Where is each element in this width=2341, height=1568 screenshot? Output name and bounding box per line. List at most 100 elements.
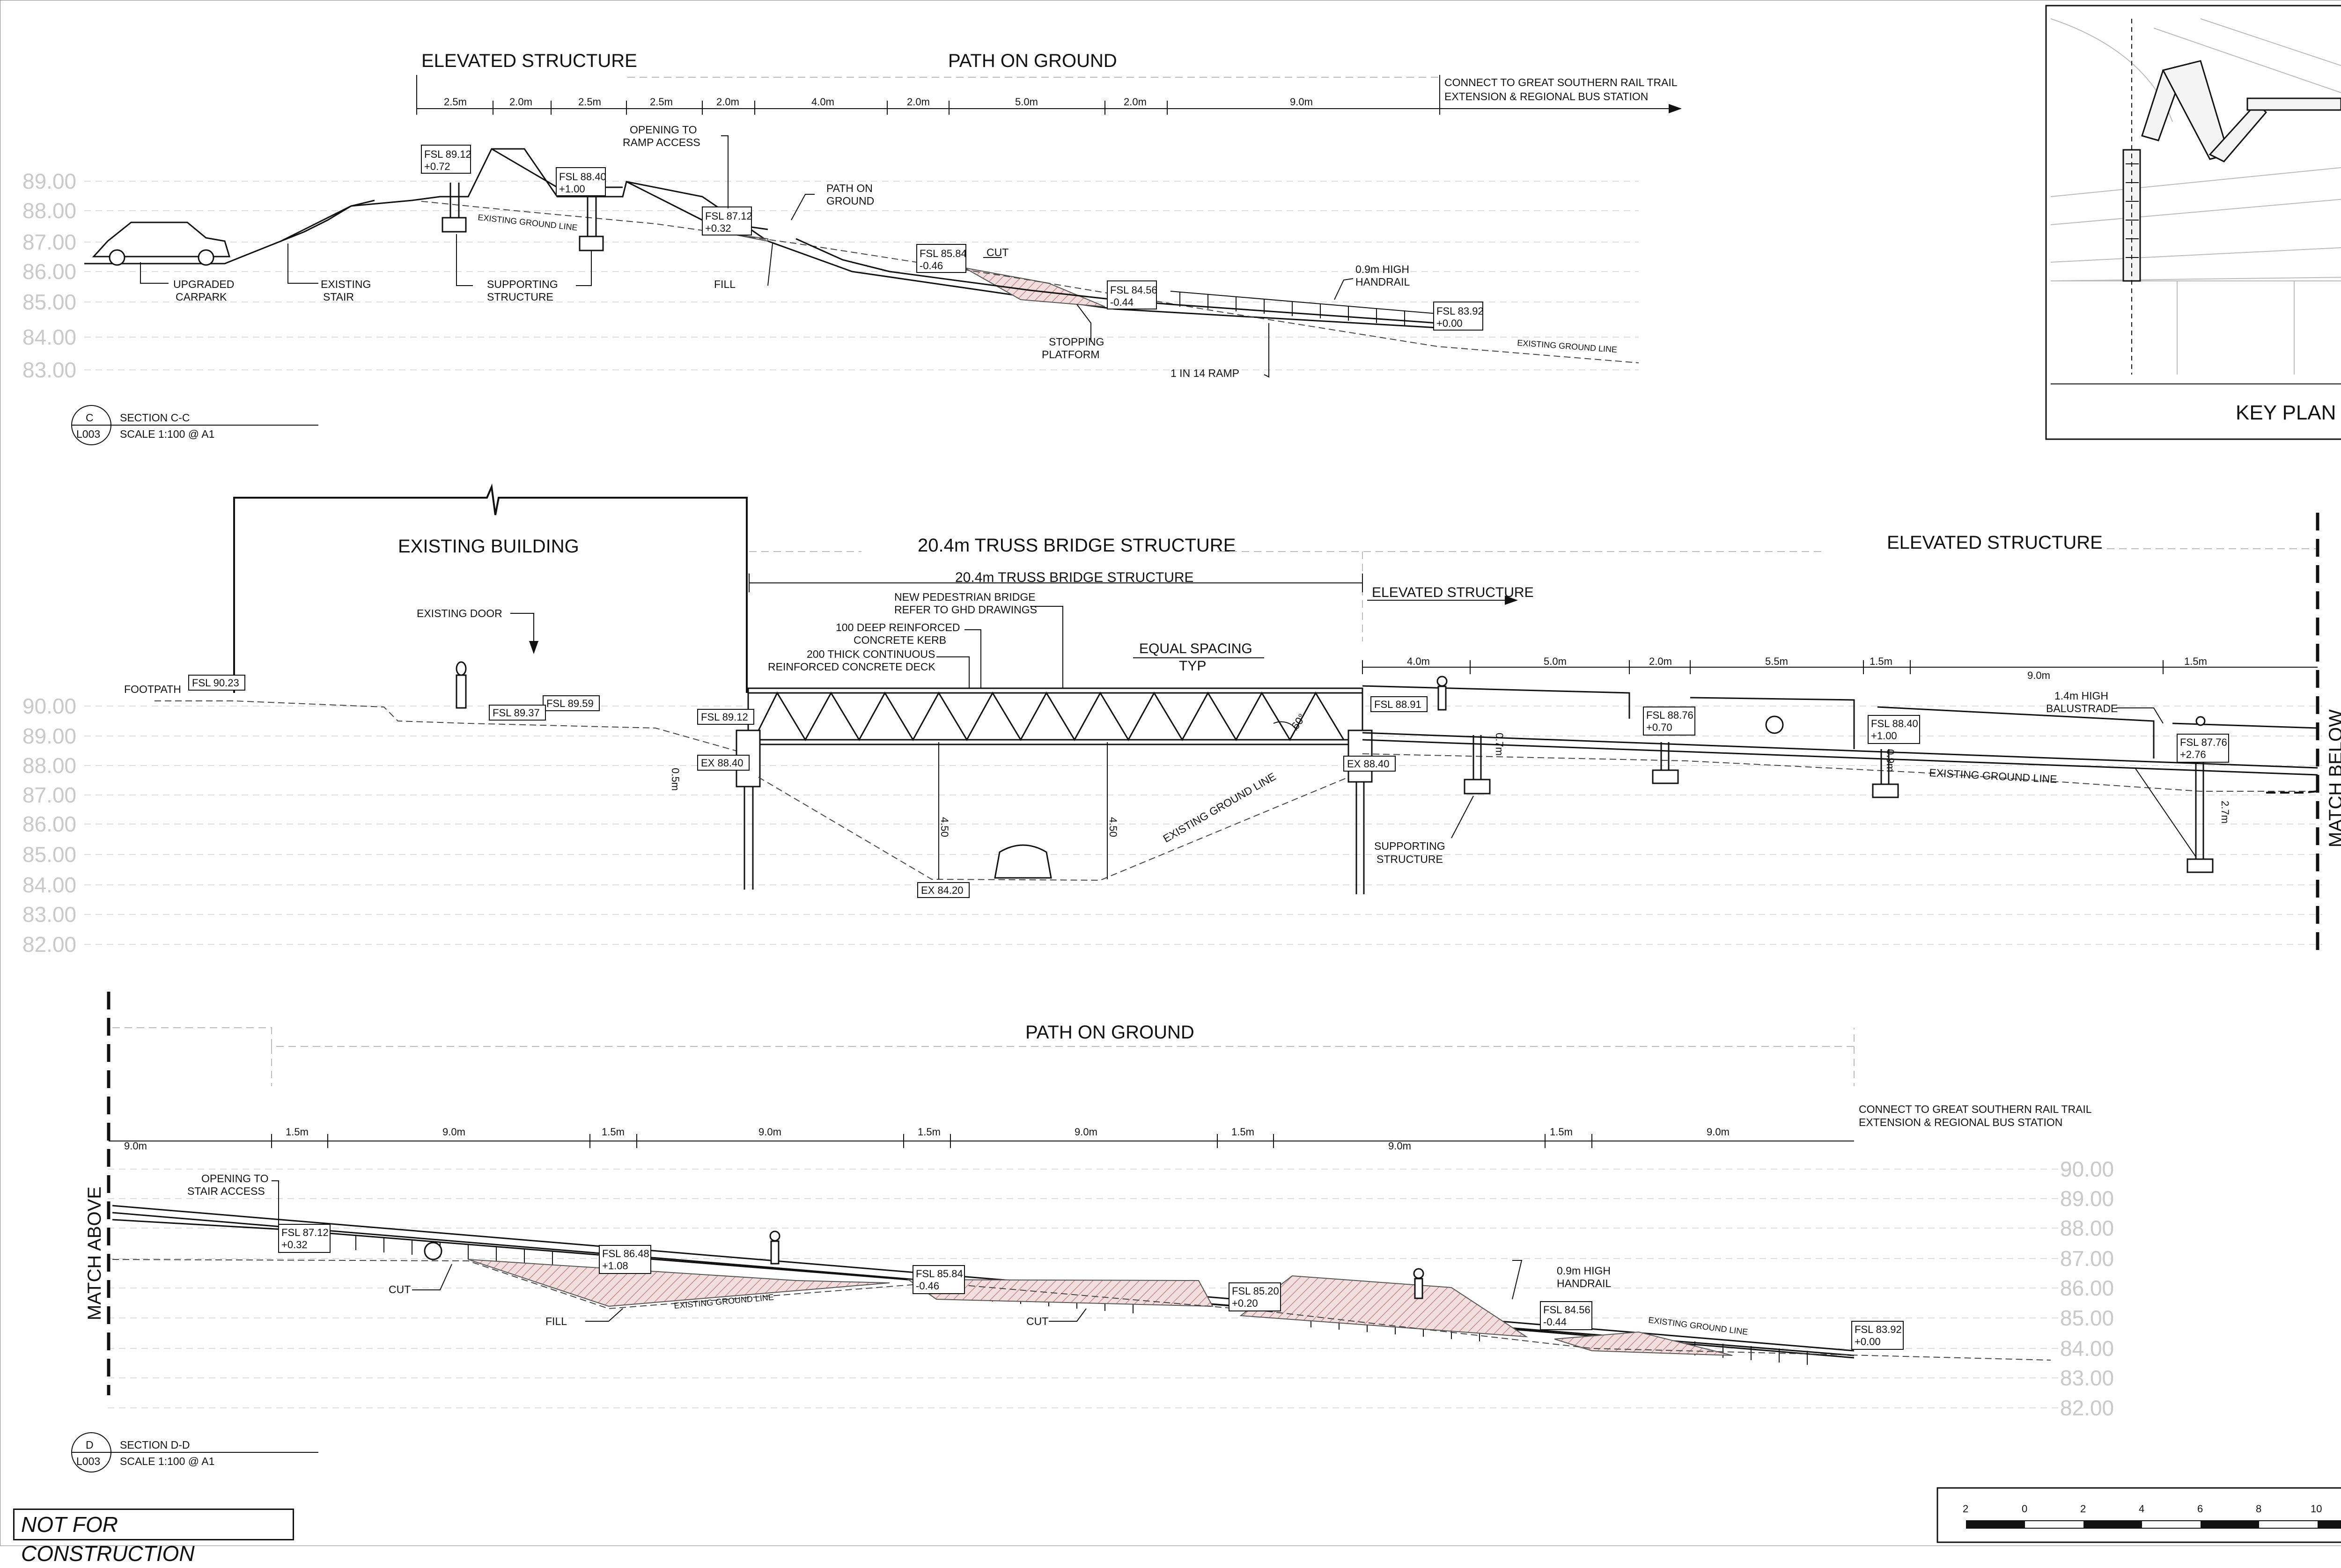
fsl-label: FSL 85.84 bbox=[920, 248, 967, 259]
existing-building-label: EXISTING BUILDING bbox=[398, 536, 579, 557]
section-tag-sheet: L003 bbox=[76, 1455, 100, 1467]
ground-line-note: EXISTING GROUND LINE bbox=[1648, 1315, 1749, 1337]
level-label: 89.00 bbox=[22, 724, 76, 748]
path-on-ground-heading: PATH ON GROUND bbox=[948, 51, 1117, 71]
height-dimension: 0.5m bbox=[670, 768, 681, 791]
kerb-note: CONCRETE KERB bbox=[854, 634, 946, 646]
stopping-platform-note: PLATFORM bbox=[1042, 348, 1100, 361]
section-scale: SCALE 1:100 @ A1 bbox=[120, 428, 214, 440]
level-label: 90.00 bbox=[2060, 1157, 2114, 1181]
fsl-label: FSL 83.92 bbox=[1436, 305, 1484, 317]
scale-bar: 2 0 2 4 6 8 10 12m bbox=[1936, 1487, 2341, 1543]
path-on-ground-note: PATH ON bbox=[826, 182, 873, 194]
balustrade-note: BALUSTRADE bbox=[2046, 702, 2118, 714]
scale-label: 2 bbox=[1963, 1503, 1968, 1515]
equal-spacing-note: TYP bbox=[1179, 658, 1206, 674]
scale-label: 4 bbox=[2139, 1503, 2144, 1515]
fsl-label: +2.76 bbox=[2180, 749, 2206, 760]
level-label: 84.00 bbox=[22, 873, 76, 897]
fsl-label: FSL 83.92 bbox=[1855, 1324, 1902, 1335]
deck-note: 200 THICK CONTINUOUS bbox=[807, 648, 935, 660]
balustrade-note: 1.4m HIGH bbox=[2054, 690, 2108, 702]
cut-note: CUT bbox=[1026, 1315, 1048, 1327]
truss-dimension-label: 20.4m TRUSS BRIDGE STRUCTURE bbox=[955, 570, 1194, 585]
level-label: 86.00 bbox=[2060, 1276, 2114, 1300]
fsl-label: FSL 88.76 bbox=[1646, 709, 1693, 721]
supporting-structure-note: SUPPORTING bbox=[1374, 840, 1445, 852]
bridge-note: REFER TO GHD DRAWINGS bbox=[894, 604, 1037, 616]
fsl-label: FSL 89.12 bbox=[424, 148, 471, 160]
height-dimension: 0.9m bbox=[1885, 749, 1896, 772]
truss-heading: 20.4m TRUSS BRIDGE STRUCTURE bbox=[918, 535, 1236, 556]
level-label: 83.00 bbox=[22, 902, 76, 927]
cut-note: CUT bbox=[986, 246, 1009, 258]
car-icon bbox=[994, 844, 1052, 879]
dimension-label: 1.5m bbox=[1231, 1126, 1254, 1138]
fsl-label: +0.70 bbox=[1646, 721, 1672, 733]
fsl-label: EX 88.40 bbox=[701, 757, 744, 769]
connect-note: CONNECT TO GREAT SOUTHERN RAIL TRAIL bbox=[1444, 76, 1678, 88]
fsl-label: -0.44 bbox=[1543, 1316, 1567, 1328]
dimension-label: 2.0m bbox=[1649, 655, 1672, 667]
section-tag-letter: D bbox=[86, 1439, 94, 1451]
fsl-label: FSL 89.37 bbox=[493, 707, 540, 719]
dimension-label: 9.0m bbox=[1290, 96, 1313, 108]
section-tag bbox=[71, 405, 318, 445]
stair-note: EXISTING bbox=[321, 278, 371, 290]
dimension-label: 2.5m bbox=[444, 96, 467, 108]
ground-line-note: EXISTING GROUND LINE bbox=[1161, 770, 1278, 845]
scale-label: 10 bbox=[2311, 1503, 2322, 1515]
section-tag-letter: C bbox=[86, 412, 94, 424]
stopping-platform-note: STOPPING bbox=[1049, 336, 1104, 348]
key-plan bbox=[2045, 5, 2341, 440]
elevated-structure-heading: ELEVATED STRUCTURE bbox=[421, 51, 637, 71]
handrail-note: 0.9m HIGH bbox=[1355, 263, 1409, 275]
dimension-label: 2.5m bbox=[578, 96, 601, 108]
dimension-label: 9.0m bbox=[124, 1140, 147, 1152]
dimension-label: 1.5m bbox=[1870, 655, 1892, 667]
key-plan-title: KEY PLAN (NTS) bbox=[2236, 401, 2341, 424]
dimension-label: 2.0m bbox=[907, 96, 930, 108]
fsl-label: +0.20 bbox=[1232, 1297, 1258, 1309]
level-label: 82.00 bbox=[2060, 1396, 2114, 1420]
level-label: 86.00 bbox=[22, 812, 76, 836]
dimension-label: 9.0m bbox=[442, 1126, 465, 1138]
fsl-label: FSL 84.56 bbox=[1110, 284, 1157, 296]
path-on-ground-heading: PATH ON GROUND bbox=[1025, 1022, 1194, 1043]
fsl-label: FSL 88.40 bbox=[559, 171, 606, 183]
dimension-label: 1.5m bbox=[602, 1126, 625, 1138]
connect-note: EXTENSION & REGIONAL BUS STATION bbox=[1859, 1116, 2062, 1128]
level-label: 89.00 bbox=[2060, 1186, 2114, 1211]
match-line-label: MATCH BELOW bbox=[2326, 709, 2341, 847]
dimension-label: 2.0m bbox=[1124, 96, 1147, 108]
supporting-structure-note: STRUCTURE bbox=[1377, 853, 1443, 865]
fsl-label: +0.00 bbox=[1855, 1336, 1881, 1347]
fsl-label: +0.32 bbox=[281, 1239, 308, 1251]
handrail-note: 0.9m HIGH bbox=[1557, 1265, 1611, 1277]
section-tag-sheet: L003 bbox=[76, 428, 100, 440]
level-label: 84.00 bbox=[22, 325, 76, 349]
level-label: 85.00 bbox=[22, 842, 76, 867]
dimension-label: 9.0m bbox=[1075, 1126, 1097, 1138]
opening-note: OPENING TO bbox=[630, 124, 697, 136]
fill-note: FILL bbox=[714, 278, 736, 290]
fsl-label: -0.46 bbox=[916, 1280, 939, 1292]
scale-label: 0 bbox=[2022, 1503, 2027, 1515]
dimension-label: 1.5m bbox=[286, 1126, 309, 1138]
dimension-label: 5.5m bbox=[1765, 655, 1788, 667]
deck-note: REINFORCED CONCRETE DECK bbox=[768, 661, 935, 673]
fsl-label: EX 84.20 bbox=[921, 884, 964, 896]
section-scale: SCALE 1:100 @ A1 bbox=[120, 1455, 214, 1467]
level-label: 85.00 bbox=[2060, 1306, 2114, 1330]
not-for-construction-stamp: NOT FOR CONSTRUCTION bbox=[13, 1509, 294, 1566]
level-label: 83.00 bbox=[2060, 1366, 2114, 1390]
section-tag bbox=[71, 1432, 318, 1472]
fsl-label: +0.32 bbox=[705, 222, 731, 234]
dimension-label: 1.5m bbox=[918, 1126, 941, 1138]
fsl-label: EX 88.40 bbox=[1347, 758, 1390, 770]
dimension-label: 9.0m bbox=[2027, 670, 2050, 681]
clearance-dimension: 4.50 bbox=[1107, 817, 1119, 837]
dimension-label: 9.0m bbox=[758, 1126, 781, 1138]
section-title: SECTION C-C bbox=[120, 412, 190, 424]
